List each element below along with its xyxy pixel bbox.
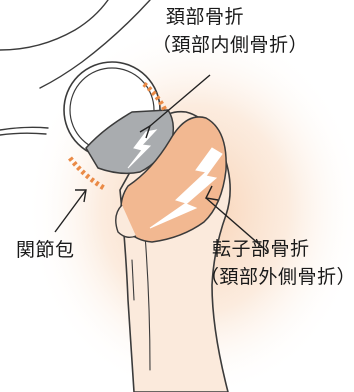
neck-fracture-label-line1: 頚部骨折 bbox=[166, 4, 308, 30]
neck-fracture-label: 頚部骨折 （頚部内側骨折） bbox=[166, 4, 308, 58]
joint-capsule-label-text: 関節包 bbox=[16, 237, 75, 263]
neck-fracture-label-line2: （頚部内側骨折） bbox=[152, 32, 308, 58]
joint-capsule-label: 関節包 bbox=[16, 237, 75, 263]
trochanteric-fracture-label-line2: （頚部外側骨折） bbox=[200, 264, 354, 290]
trochanteric-fracture-label: 転子部骨折 （頚部外側骨折） bbox=[200, 236, 354, 290]
trochanteric-fracture-label-line1: 転子部骨折 bbox=[212, 236, 354, 262]
